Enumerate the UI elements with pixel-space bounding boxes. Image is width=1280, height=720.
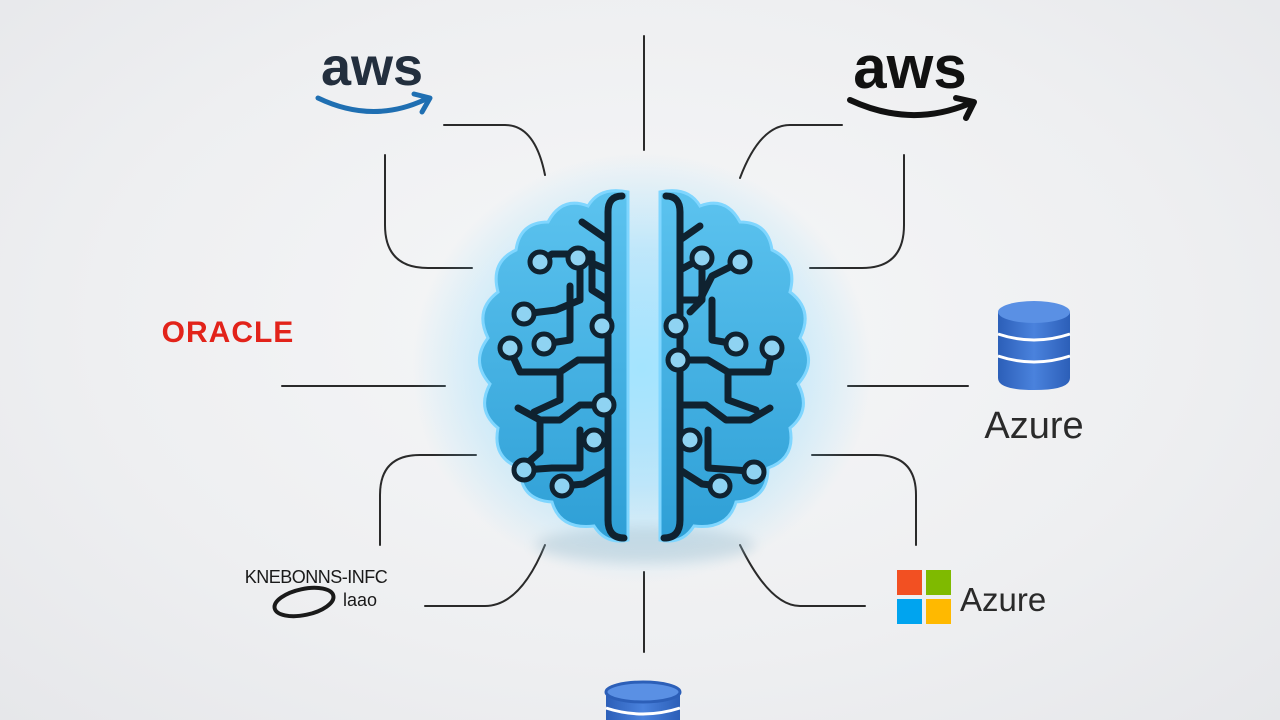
azure-database-logo: Azure	[984, 301, 1084, 447]
aws-top-right-text: aws	[853, 34, 966, 101]
connector-top-left-outer	[384, 154, 473, 269]
unknown-logo-line1: KNEBONNS-INFC	[245, 567, 388, 587]
azure-microsoft-logo: Azure	[897, 570, 1046, 624]
swoosh-icon	[272, 585, 336, 619]
connector-top-left-inner	[443, 124, 546, 176]
aws-top-right-smile-icon	[847, 97, 971, 118]
brain-left-hemisphere	[478, 189, 630, 543]
unknown-logo: KNEBONNS-INFC laao	[245, 567, 388, 619]
connector-bottom-right-outer	[811, 454, 917, 546]
connector-bottom-left-outer	[379, 454, 477, 546]
aws-logo-top-left: aws	[315, 37, 433, 115]
database-icon	[997, 301, 1071, 390]
unknown-logo-line2: laao	[343, 590, 377, 610]
oracle-logo: ORACLE	[162, 316, 295, 349]
brain-right-hemisphere	[658, 189, 810, 543]
aws-top-left-text: aws	[321, 37, 423, 97]
aws-top-left-smile-icon	[315, 95, 427, 114]
circuit-brain-icon	[412, 153, 872, 583]
aws-logo-top-right: aws	[847, 34, 977, 121]
azure-database-text: Azure	[984, 405, 1083, 447]
microsoft-tiles-icon	[897, 570, 951, 624]
connector-top-right-inner	[739, 124, 843, 179]
connector-top-right-outer	[809, 154, 905, 269]
oracle-text: ORACLE	[162, 316, 295, 349]
connector-bottom-right-inner	[739, 544, 866, 607]
connectors	[281, 35, 969, 653]
bottom-database-icon	[604, 680, 682, 720]
azure-microsoft-text: Azure	[960, 581, 1046, 618]
